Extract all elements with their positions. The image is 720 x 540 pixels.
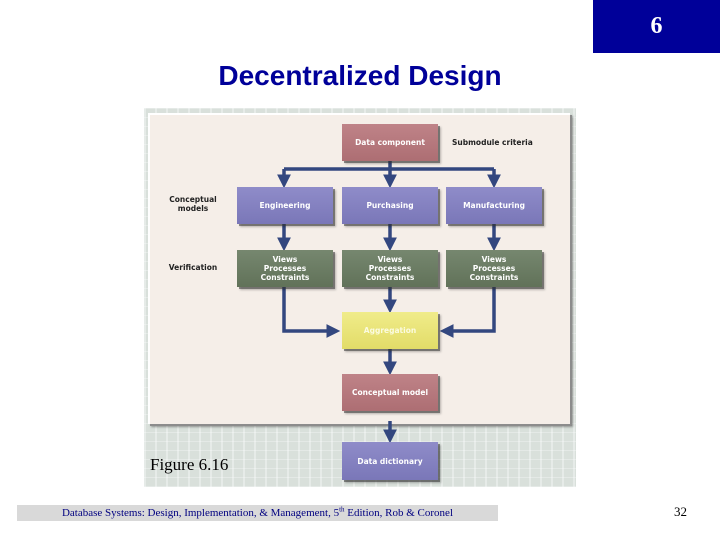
footer-citation: Database Systems: Design, Implementation… [17,505,498,521]
views-text: Views [272,255,298,264]
conceptual-models-label: Conceptual models [164,195,222,213]
engineering-node: Engineering [237,187,333,224]
data-component-node: Data component [342,124,438,161]
conceptual-model-node: Conceptual model [342,374,438,411]
slide-title: Decentralized Design [218,60,502,91]
chapter-number-badge: 6 [593,0,720,53]
chapter-number: 6 [650,13,663,39]
engineering-verification-node: Views Processes Constraints [237,250,333,287]
verification-text: Verification [168,263,218,272]
processes-text: Processes [472,264,516,273]
footer-bar: Database Systems: Design, Implementation… [17,505,498,521]
constraints-text: Constraints [469,273,519,282]
views-text: Views [481,255,507,264]
figure-caption: Figure 6.16 [150,455,229,474]
data-component-label: Data component [355,138,425,147]
processes-text: Processes [263,264,307,273]
manufacturing-verification-node: Views Processes Constraints [446,250,542,287]
submodule-criteria-text: Submodule criteria [452,138,533,147]
footer-text-end: Edition, Rob & Coronel [344,507,454,519]
purchasing-node: Purchasing [342,187,438,224]
conceptual-model-label: Conceptual model [351,388,429,397]
engineering-label: Engineering [259,201,311,210]
processes-text: Processes [368,264,412,273]
submodule-criteria-label: Submodule criteria [452,138,533,147]
views-text: Views [377,255,403,264]
connector-arrows [277,161,501,444]
manufacturing-label: Manufacturing [463,201,525,210]
figure-image: Data component Submodule criteria Concep… [144,108,576,487]
aggregation-node: Aggregation [342,312,438,349]
aggregation-label: Aggregation [363,326,417,335]
purchasing-verification-node: Views Processes Constraints [342,250,438,287]
constraints-text: Constraints [365,273,415,282]
verification-label: Verification [164,263,222,272]
data-dictionary-node: Data dictionary [342,442,438,480]
manufacturing-node: Manufacturing [446,187,542,224]
data-dictionary-label: Data dictionary [357,456,423,466]
purchasing-label: Purchasing [366,201,414,210]
page-number: 32 [674,504,687,519]
footer-text-main: Database Systems: Design, Implementation… [61,507,340,519]
conceptual-models-line2: models [177,204,209,213]
conceptual-models-line1: Conceptual [169,195,217,204]
constraints-text: Constraints [260,273,310,282]
footer-superscript: th [339,505,345,514]
